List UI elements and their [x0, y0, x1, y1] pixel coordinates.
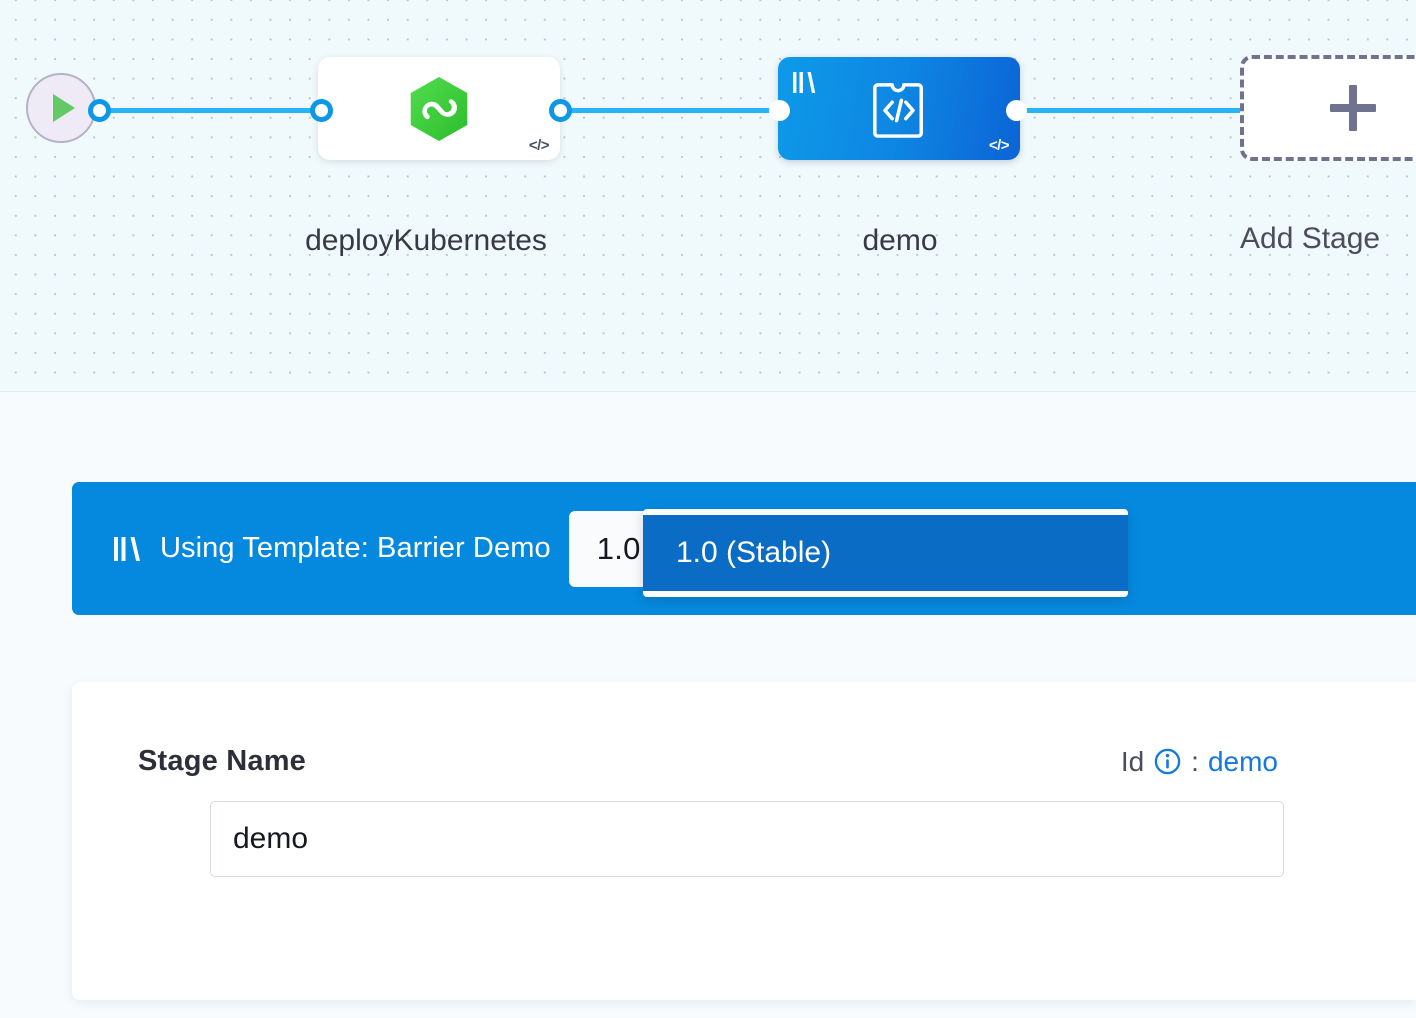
template-library-icon	[793, 72, 816, 93]
pipeline-canvas[interactable]: </> deployKubernetes </> demo Add Stage	[0, 0, 1416, 392]
dropdown-option-1-0-stable[interactable]: 1.0 (Stable)	[643, 515, 1128, 591]
template-version-dropdown-menu[interactable]: 1.0 (Stable)	[643, 509, 1128, 597]
connector-wire-deploykubernetes-to-demo	[548, 108, 790, 113]
template-version-value: 1.0	[596, 530, 641, 566]
stage-config-panel: Using Template: Barrier Demo 1.0 STABLE …	[0, 393, 1416, 1018]
info-circle-icon[interactable]	[1153, 747, 1182, 776]
port-deploykubernetes-output[interactable]	[549, 99, 572, 122]
port-demo-input[interactable]	[769, 100, 790, 121]
stage-name-input[interactable]	[210, 801, 1284, 877]
template-banner-text: Using Template: Barrier Demo	[160, 532, 551, 564]
connector-wire-start-to-deploykubernetes	[100, 108, 328, 113]
add-stage-button[interactable]	[1240, 55, 1416, 161]
stage-label-deploykubernetes: deployKubernetes	[305, 224, 547, 257]
play-icon	[53, 94, 75, 122]
port-deploykubernetes-input[interactable]	[310, 99, 333, 122]
template-library-icon	[114, 536, 140, 561]
stage-id-readout: Id : demo	[1121, 746, 1278, 778]
stage-icon-wrapper	[318, 57, 560, 160]
stage-name-label: Stage Name	[138, 745, 307, 777]
stage-id-separator: :	[1191, 745, 1199, 777]
plus-icon	[1330, 85, 1376, 131]
stage-form-card: Stage Name Id : demo	[72, 682, 1416, 1000]
stage-id-value: demo	[1207, 745, 1278, 777]
stage-node-deploykubernetes[interactable]: </>	[318, 57, 560, 160]
pipeline-start-node[interactable]	[26, 73, 96, 143]
stage-icon-wrapper	[778, 57, 1020, 160]
add-stage-label: Add Stage	[1240, 222, 1381, 255]
template-puzzle-code-icon	[873, 82, 923, 138]
stage-label-demo: demo	[862, 224, 938, 257]
stage-id-label: Id	[1120, 745, 1145, 777]
code-badge-icon: </>	[988, 137, 1010, 154]
stage-form-header-row: Stage Name Id : demo	[138, 745, 1278, 778]
port-start-output[interactable]	[88, 99, 111, 122]
code-badge-icon: </>	[528, 137, 550, 154]
stage-node-demo[interactable]: </>	[778, 57, 1020, 160]
connector-wire-demo-to-add-stage	[1004, 108, 1252, 113]
harness-cd-hexagon-icon	[410, 76, 468, 141]
port-demo-output[interactable]	[1006, 100, 1027, 121]
